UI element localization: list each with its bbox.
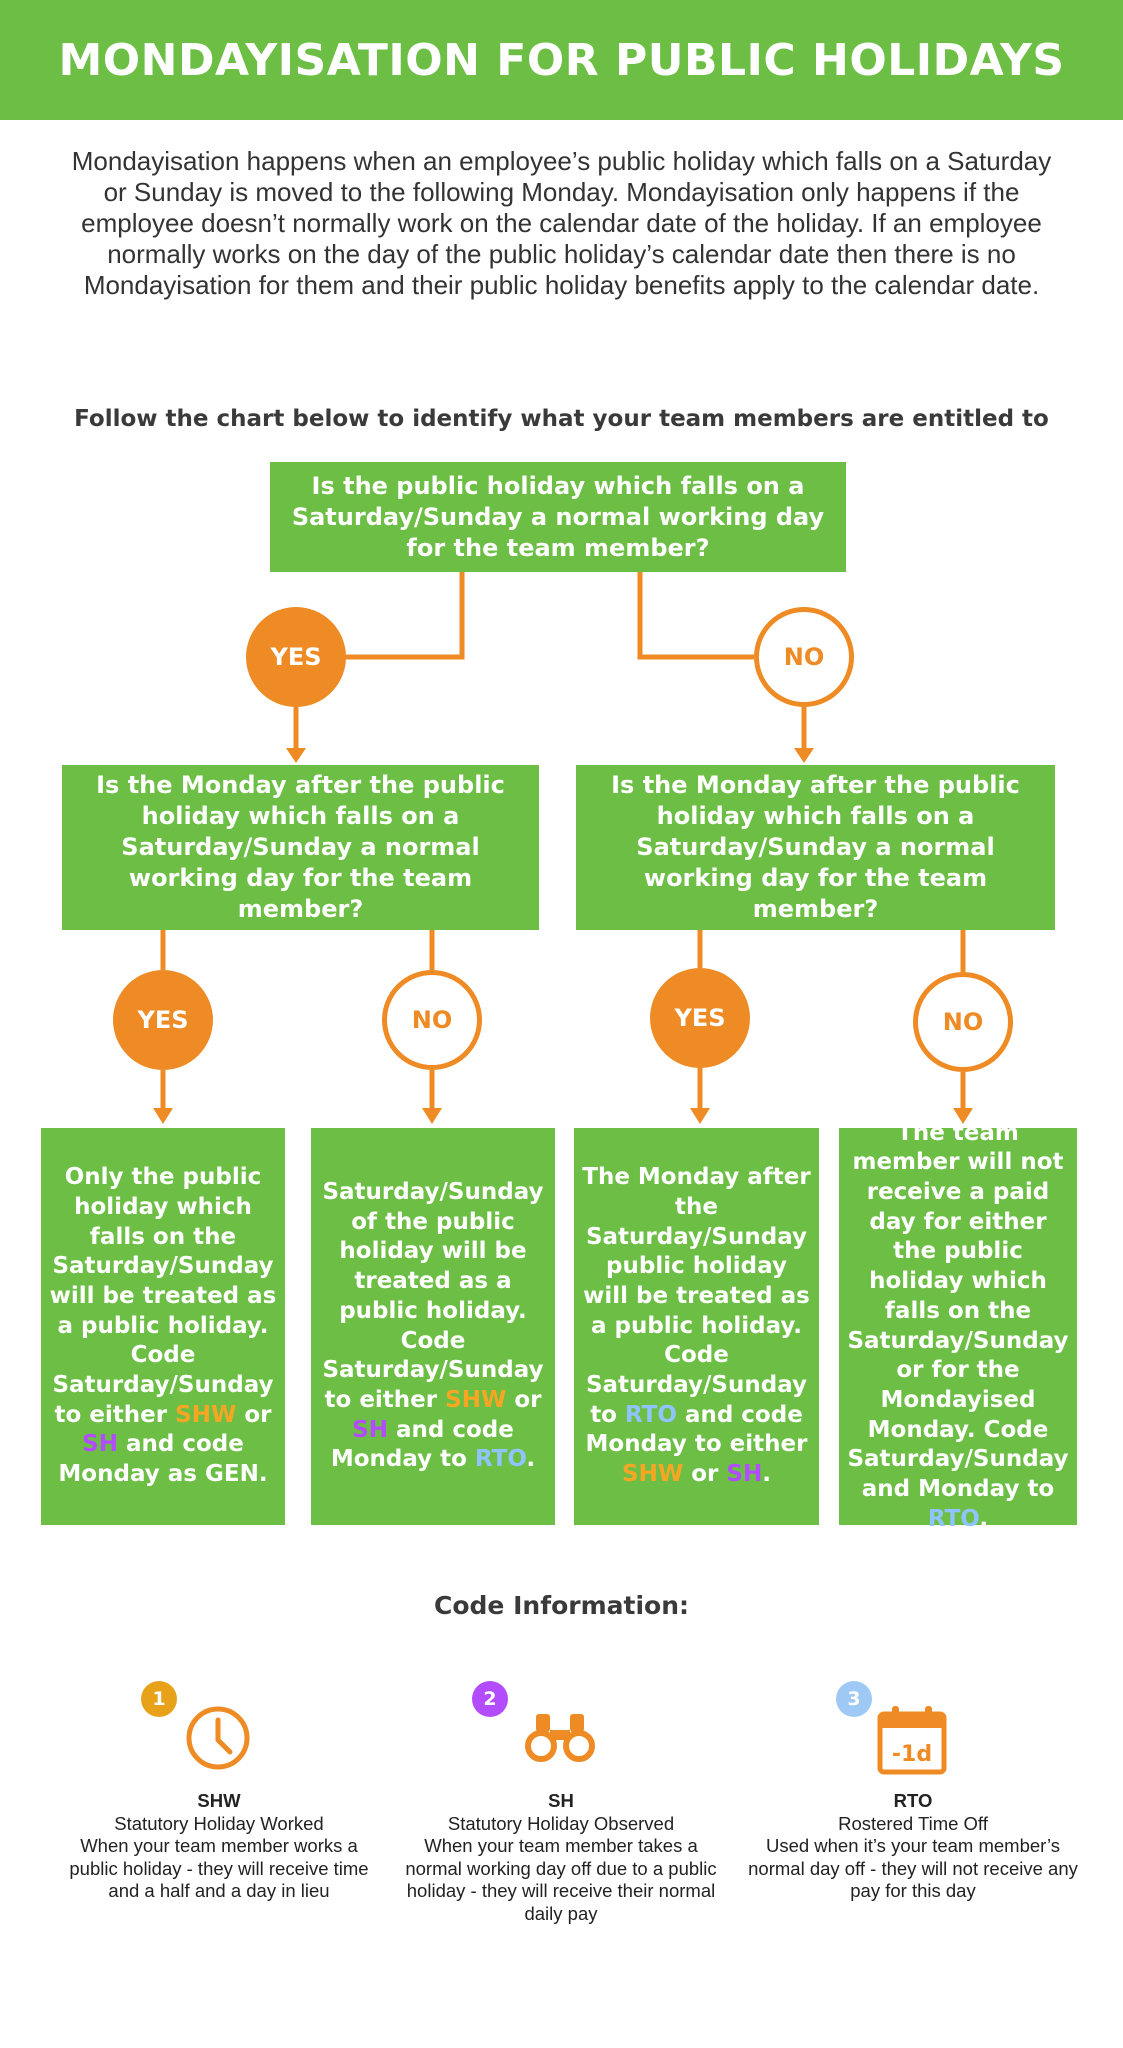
yes-circle: YES (246, 607, 346, 707)
no-label: NO (942, 1008, 984, 1036)
connector-root-no (637, 572, 754, 660)
code-description: Used when it’s your team member’s normal… (748, 1835, 1078, 1901)
outcome-box-4: The team member will not receive a paid … (839, 1120, 1077, 1532)
clock-icon (186, 1706, 250, 1770)
no-circle: NO (913, 972, 1013, 1072)
binoculars-icon (525, 1714, 595, 1762)
code-info-sh: SH Statutory Holiday Observed When your … (396, 1790, 726, 1925)
outcome-box-1: Only the public holiday which falls on t… (41, 1128, 285, 1525)
code-rto: RTO (474, 1446, 527, 1473)
code-abbrev: SHW (197, 1790, 241, 1811)
root-question-box: Is the public holiday which falls on a S… (270, 462, 846, 572)
chart-instruction: Follow the chart below to identify what … (74, 406, 1049, 432)
code-fullname: Statutory Holiday Worked (114, 1812, 324, 1834)
arrowhead (422, 1108, 442, 1124)
code-fullname: Rostered Time Off (838, 1812, 988, 1834)
number-badge-1: 1 (141, 1681, 177, 1717)
arrowhead (690, 1108, 710, 1124)
yes-label: YES (270, 643, 322, 671)
code-sh: SH (726, 1461, 763, 1488)
code-rto: RTO (927, 1505, 980, 1532)
root-question-text: Is the public holiday which falls on a S… (291, 471, 825, 562)
code-fullname: Statutory Holiday Observed (447, 1812, 675, 1834)
code-description: When your team member works a public hol… (69, 1835, 369, 1901)
code-sh: SH (352, 1416, 388, 1443)
yes-label: YES (674, 1004, 726, 1032)
no-label: NO (411, 1006, 453, 1034)
calendar-icon: -1d (877, 1706, 947, 1775)
code-information-title: Code Information: (434, 1591, 689, 1620)
arrowhead (794, 748, 814, 763)
no-label: NO (783, 643, 825, 671)
code-sh: SH (82, 1431, 118, 1458)
code-abbrev: RTO (893, 1790, 933, 1811)
intro-paragraph: Mondayisation happens when an employee’s… (71, 146, 1052, 300)
no-circle: NO (382, 970, 482, 1070)
no-circle: NO (754, 607, 854, 707)
connector-root-yes (346, 572, 465, 660)
code-abbrev: SH (548, 1790, 574, 1811)
code-info-shw: SHW Statutory Holiday Worked When your t… (54, 1790, 384, 1903)
code-info-rto: RTO Rostered Time Off Used when it’s you… (748, 1790, 1078, 1903)
left-question-box: Is the Monday after the public holiday w… (62, 765, 539, 930)
number-badge-3: 3 (836, 1681, 872, 1717)
right-question-text: Is the Monday after the public holiday w… (611, 771, 1020, 923)
yes-label: YES (137, 1006, 189, 1034)
yes-circle: YES (650, 968, 750, 1068)
code-shw: SHW (622, 1461, 684, 1488)
yes-circle: YES (113, 970, 213, 1070)
outcome-box-3: The Monday after the Saturday/Sunday pub… (574, 1128, 819, 1525)
outcome-box-2: Saturday/Sunday of the public holiday wi… (311, 1128, 555, 1525)
left-question-text: Is the Monday after the public holiday w… (96, 771, 505, 923)
code-shw: SHW (445, 1386, 507, 1413)
outcome-text-2: Saturday/Sunday of the public holiday wi… (322, 1178, 544, 1473)
code-rto: RTO (625, 1401, 677, 1428)
header-banner: MONDAYISATION FOR PUBLIC HOLIDAYS (0, 0, 1123, 120)
code-description: When your team member takes a normal wor… (405, 1835, 717, 1924)
right-question-box: Is the Monday after the public holiday w… (576, 765, 1055, 930)
outcome-text-3: The Monday after the Saturday/Sunday pub… (582, 1164, 811, 1488)
number-badge-2: 2 (472, 1681, 508, 1717)
page-title: MONDAYISATION FOR PUBLIC HOLIDAYS (58, 34, 1065, 86)
arrowhead (953, 1108, 973, 1124)
outcome-text-4: The team member will not receive a paid … (847, 1119, 1069, 1532)
arrowhead (153, 1108, 173, 1124)
calendar-icon-text: -1d (892, 1742, 932, 1767)
arrowhead (286, 748, 306, 763)
code-shw: SHW (175, 1401, 237, 1428)
outcome-text-1: Only the public holiday which falls on t… (49, 1164, 277, 1488)
